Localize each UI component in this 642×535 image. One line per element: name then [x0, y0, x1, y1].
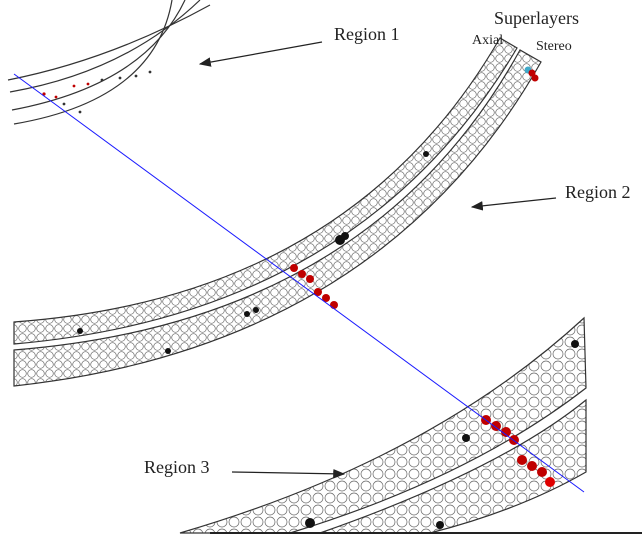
region1-hit: [148, 70, 152, 74]
region2-hit: [306, 275, 314, 283]
region2-stereo-superlayer: [13, 49, 542, 387]
region2-hit: [165, 348, 171, 354]
region3-superlayer-2: [319, 398, 587, 534]
region3-hit: [305, 518, 315, 528]
region3-hit: [491, 421, 501, 431]
region1-hit: [100, 78, 104, 82]
region3-hit: [501, 427, 511, 437]
region1-arc-1: [7, 4, 211, 81]
region2-arrow: [470, 197, 557, 211]
region2-hit: [341, 232, 349, 240]
region2-label: Region 2: [565, 182, 631, 202]
region1-arc-2: [9, 0, 201, 93]
region2-hit: [244, 311, 250, 317]
region3-chamber: [179, 316, 587, 534]
track-line: [13, 73, 585, 493]
region3-hit: [571, 340, 579, 348]
region3-hit: [545, 477, 555, 487]
region1-hit: [62, 102, 66, 106]
region1-hit: [78, 110, 82, 114]
region2-chamber: [13, 37, 542, 387]
region2-hit: [423, 151, 429, 157]
region2-hit: [314, 288, 322, 296]
region1-arrow: [198, 41, 323, 67]
region3-superlayer-1: [179, 316, 587, 534]
region2-hit: [253, 307, 259, 313]
region1-hit: [72, 84, 76, 88]
region1-hit: [86, 82, 90, 86]
region2-hits: [77, 66, 539, 354]
region3-arrow: [231, 469, 346, 479]
region1-hit: [118, 76, 122, 80]
region1-label: Region 1: [334, 24, 400, 44]
region3-label: Region 3: [144, 457, 210, 477]
region1-arc-4: [13, 0, 173, 125]
axial-label: Axial: [472, 33, 503, 48]
region1-chamber: [7, 0, 211, 125]
region2-hit: [290, 264, 298, 272]
region2-axial-superlayer: [13, 37, 518, 345]
region1-hits: [42, 70, 152, 114]
region2-hit: [531, 74, 539, 82]
region2-hit: [298, 270, 306, 278]
region3-hit: [537, 467, 547, 477]
region3-hit: [517, 455, 527, 465]
region2-hit: [77, 328, 83, 334]
region1-arc-3: [11, 0, 186, 111]
region1-hit: [134, 74, 138, 78]
superlayers-label: Superlayers: [494, 8, 579, 28]
region1-hit: [54, 95, 58, 99]
region3-hit: [527, 461, 537, 471]
region2-hit: [330, 301, 338, 309]
region3-hit: [462, 434, 470, 442]
region2-hit: [322, 294, 330, 302]
region3-hit: [436, 521, 444, 529]
stereo-label: Stereo: [536, 39, 572, 54]
